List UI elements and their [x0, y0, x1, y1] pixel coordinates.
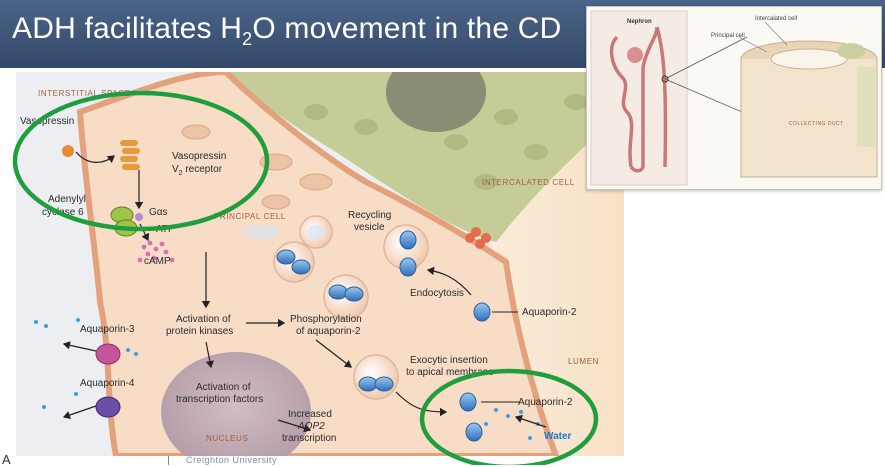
endosome-particles: [465, 227, 491, 249]
transcription-factors-label-1: Activation of: [196, 382, 251, 393]
camp-molecules: [137, 240, 175, 263]
phosphorylation-label-2: of aquaporin-2: [296, 326, 361, 337]
protein-kinases-label-1: Activation of: [176, 314, 231, 325]
footer-letter: A: [2, 452, 11, 467]
inset-collecting-duct-label: COLLECTING DUCT: [789, 121, 844, 127]
slide-title: ADH facilitates H2O movement in the CD: [12, 12, 562, 49]
camp-label: cAMP: [144, 256, 171, 267]
gas-label: Gαs: [149, 207, 168, 218]
vasopressin-label: Vasopressin: [20, 116, 74, 127]
exocytic-label-2: to apical membrane: [406, 367, 494, 378]
aquaporin-2-top-label: Aquaporin-2: [522, 307, 577, 318]
phosphorylation-label-1: Phosphorylation: [290, 314, 362, 325]
footer-text: Creighton University: [186, 455, 278, 465]
aquaporin-2-bottom-label: Aquaporin-2: [518, 397, 573, 408]
exocytic-label-1: Exocytic insertion: [410, 355, 488, 366]
principal-label: PRINCIPAL CELL: [214, 212, 286, 221]
atp-label: ATP: [156, 224, 175, 235]
protein-kinases-label-2: protein kinases: [166, 326, 233, 337]
vasopressin-molecule: [62, 145, 74, 157]
endocytosis-label: Endocytosis: [410, 288, 464, 299]
nucleus-label: NUCLEUS: [206, 434, 248, 443]
gas-protein: [135, 213, 143, 221]
intercalated-nucleus: [386, 72, 486, 132]
recycling-label-1: Recycling: [348, 210, 391, 221]
receptor-label-1: Vasopressin: [172, 151, 226, 162]
adenylyl-label-1: Adenylyl: [48, 194, 86, 205]
aquaporin-3-label: Aquaporin-3: [80, 324, 135, 335]
nephron-inset: Nephron Intercalated cell Principal cell…: [586, 6, 882, 190]
increased-label: Increased: [288, 409, 332, 420]
transcription-label: transcription: [282, 433, 336, 444]
inset-svg: Nephron Intercalated cell Principal cell…: [587, 7, 881, 189]
recycling-label-2: vesicle: [354, 222, 385, 233]
aquaporin-4-label: Aquaporin-4: [80, 378, 135, 389]
intercalated-label: INTERCALATED CELL: [482, 178, 575, 187]
lumen-label: LUMEN: [568, 357, 599, 366]
inset-nephron-label: Nephron: [627, 19, 652, 25]
adenylyl-label-2: cyclase 6: [42, 207, 84, 218]
inset-intercalated-label: Intercalated cell: [755, 16, 797, 22]
inset-principal-label: Principal cell: [711, 33, 745, 39]
aquaporin-3-protein: [95, 343, 121, 365]
principal-cell-figure: INTERSTITIAL SPACE INTERCALATED CELL PRI…: [16, 72, 624, 456]
nucleus: [161, 352, 311, 456]
aqp2-gene-label: AQP2: [297, 421, 325, 432]
footer-divider: [168, 456, 169, 465]
aquaporin-4-protein: [95, 396, 121, 418]
transcription-factors-label-2: transcription factors: [176, 394, 263, 405]
water-label: Water: [544, 431, 572, 442]
figure-svg: INTERSTITIAL SPACE INTERCALATED CELL PRI…: [16, 72, 624, 456]
interstitial-label: INTERSTITIAL SPACE: [38, 89, 131, 98]
